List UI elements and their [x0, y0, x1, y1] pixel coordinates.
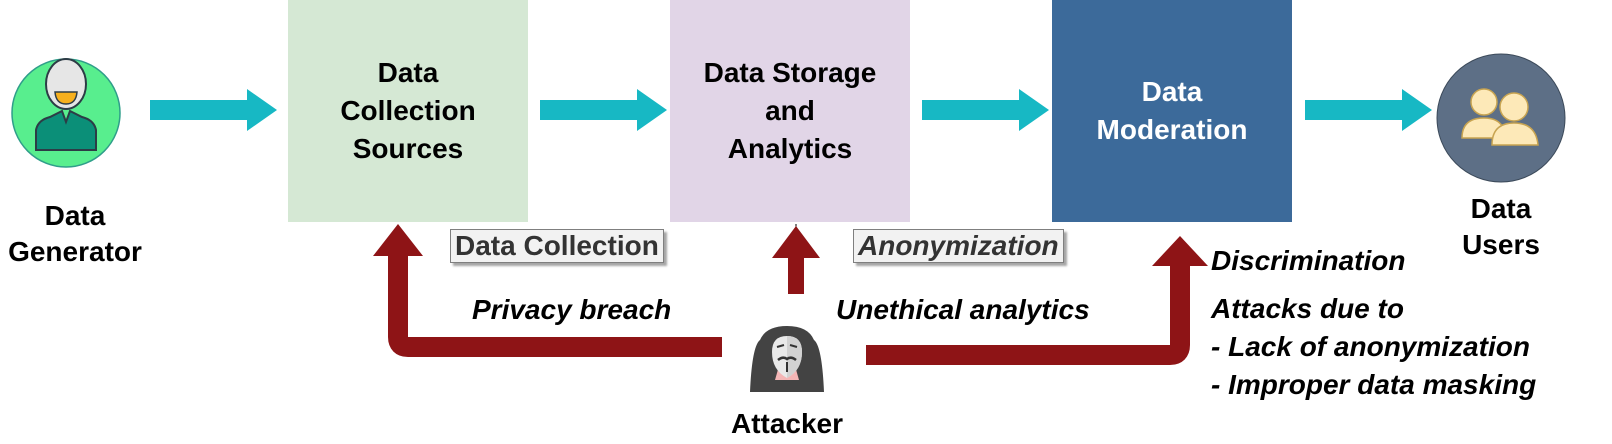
- box-label: Data Moderation: [1096, 76, 1248, 145]
- attacks-item: - Lack of anonymization: [1211, 331, 1530, 362]
- attacks-title: Attacks due to: [1211, 293, 1404, 324]
- attacker-label: Attacker: [730, 408, 844, 439]
- box-label: Data Storage and Analytics: [703, 57, 877, 164]
- flow-arrow-storage-to-moderation: [922, 89, 1049, 131]
- tag-data-collection: Data Collection: [450, 229, 664, 263]
- attacks-item: - Improper data masking: [1211, 369, 1537, 400]
- unethical-analytics-label: Unethical analytics: [836, 294, 1090, 325]
- data-generator-label: Data Generator: [8, 200, 142, 267]
- privacy-breach-label: Privacy breach: [472, 294, 672, 325]
- data-users-label: Data Users: [1462, 193, 1540, 260]
- discrimination-label: Discrimination: [1211, 245, 1406, 276]
- flow-arrow-moderation-to-users: [1305, 89, 1432, 131]
- attack-arrow-discrimination: [866, 236, 1208, 365]
- box-label: Data Collection Sources: [340, 57, 476, 164]
- flow-arrow-collection-to-storage: [540, 89, 667, 131]
- users-icon: [1436, 53, 1566, 183]
- box-data-storage-analytics: Data Storage and Analytics: [670, 0, 910, 222]
- flow-arrow-generator-to-collection: [150, 89, 277, 131]
- person-icon: [11, 58, 121, 168]
- hacker-icon: [750, 326, 824, 392]
- attack-arrow-anonymization: [772, 224, 820, 294]
- attacks-list: Attacks due to - Lack of anonymization -…: [1211, 290, 1536, 404]
- tag-anonymization: Anonymization: [853, 229, 1064, 263]
- attack-arrow-privacy-breach: [373, 224, 722, 357]
- box-data-moderation: Data Moderation: [1052, 0, 1292, 222]
- box-data-collection-sources: Data Collection Sources: [288, 0, 528, 222]
